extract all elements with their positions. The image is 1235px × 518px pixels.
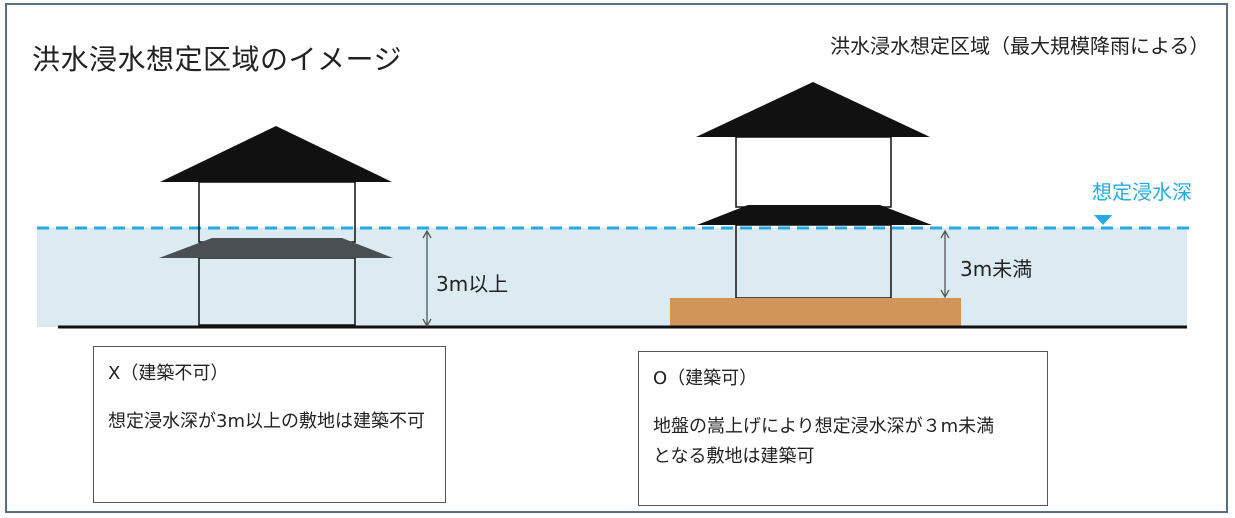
left-house-submerged-eave: [159, 238, 393, 258]
right-house: [670, 82, 961, 327]
right-house-upper-wall: [735, 136, 892, 208]
right-house-roof: [696, 82, 930, 137]
right-note-heading: O（建築可）: [653, 368, 758, 389]
right-house-eave: [697, 205, 932, 225]
left-house-roof: [160, 126, 392, 182]
left-note-box: X（建築不可） 想定浸水深が3m以上の敷地は建築不可: [93, 346, 446, 503]
diagram-frame: [5, 3, 1228, 513]
diagram-title: 洪水浸水想定区域のイメージ: [32, 43, 402, 76]
right-note-body-line2: となる敷地は建築可: [653, 446, 815, 467]
right-note-body-line1: 地盤の嵩上げにより想定浸水深が３m未満: [653, 416, 995, 437]
left-note-body: 想定浸水深が3m以上の敷地は建築不可: [108, 411, 425, 432]
right-note-box: O（建築可） 地盤の嵩上げにより想定浸水深が３m未満 となる敷地は建築可: [638, 351, 1048, 506]
left-note-heading: X（建築不可）: [108, 363, 229, 384]
right-depth-label: 3m未満: [960, 257, 1033, 281]
left-house: [159, 126, 393, 326]
right-depth-measure-arrow: [940, 229, 950, 299]
assumed-flood-depth-label: 想定浸水深: [1092, 180, 1192, 204]
left-depth-measure-arrow: [422, 229, 432, 328]
water-level-marker-icon: [1094, 215, 1112, 225]
raised-ground: [670, 298, 961, 327]
left-depth-label: 3m以上: [436, 272, 509, 296]
diagram-subtitle: 洪水浸水想定区域（最大規模降雨による）: [830, 34, 1210, 58]
